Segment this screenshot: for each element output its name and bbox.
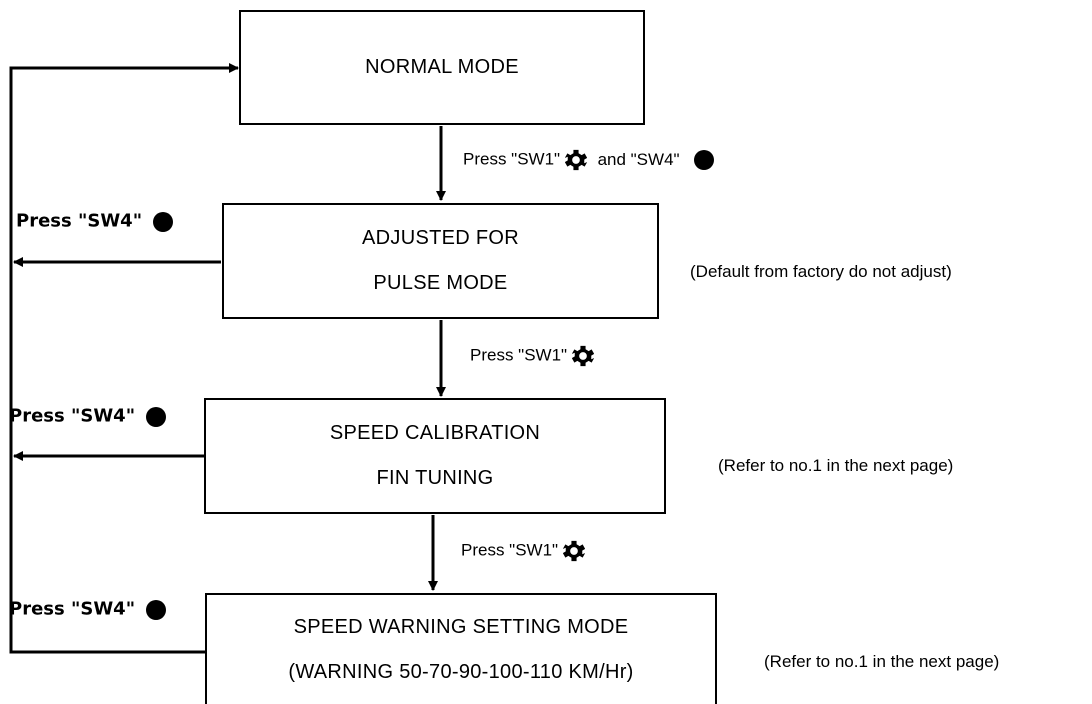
pulse-mode-line-1: ADJUSTED FOR (362, 227, 519, 249)
gear-icon (562, 540, 585, 561)
transition-label-normal-to-pulse: Press "SW1" and "SW4" (463, 148, 715, 171)
speed-calibration-line-2: FIN TUNING (376, 467, 494, 489)
gear-icon (571, 345, 594, 366)
note-calibration: (Refer to no.1 in the next page) (718, 456, 954, 475)
return-label-calibration: Press "SW4" (9, 405, 166, 428)
transition-label-calibration-to-warning: Press "SW1" (461, 539, 585, 562)
speed-warning-line-2: (WARNING 50-70-90-100-110 KM/Hr) (288, 660, 634, 683)
normal-mode-box: NORMAL MODE (239, 10, 645, 125)
note-pulse: (Default from factory do not adjust) (690, 262, 952, 281)
return-label-warning: Press "SW4" (9, 598, 166, 621)
pulse-mode-box: ADJUSTED FOR PULSE MODE (222, 203, 659, 319)
normal-mode-label: NORMAL MODE (365, 56, 519, 78)
return-label-pulse: Press "SW4" (16, 210, 173, 233)
filled-circle-icon (145, 406, 166, 427)
filled-circle-icon (694, 149, 715, 170)
transition-label-pulse-to-calibration: Press "SW1" (470, 344, 594, 367)
pulse-mode-line-2: PULSE MODE (373, 272, 508, 294)
filled-circle-icon (145, 599, 166, 620)
speed-calibration-line-1: SPEED CALIBRATION (329, 422, 541, 444)
gear-icon (564, 149, 587, 170)
speed-warning-line-1: SPEED WARNING SETTING MODE (293, 616, 629, 639)
filled-circle-icon (152, 211, 173, 232)
speed-warning-box: SPEED WARNING SETTING MODE (WARNING 50-7… (205, 593, 717, 704)
note-warning: (Refer to no.1 in the next page) (764, 652, 1000, 671)
speed-calibration-box: SPEED CALIBRATION FIN TUNING (204, 398, 666, 514)
